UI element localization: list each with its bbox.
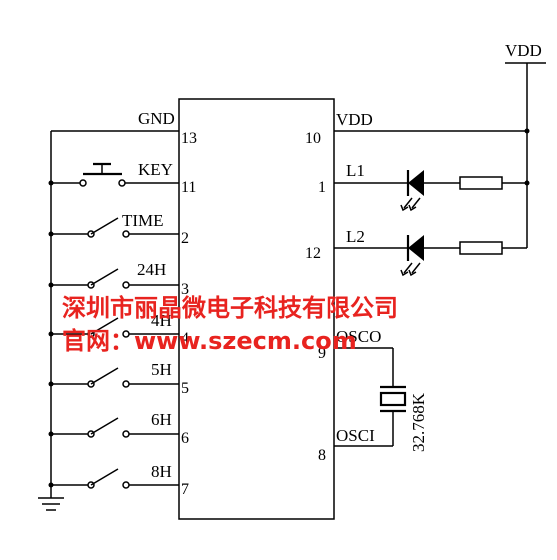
pin-number-2: 2: [181, 230, 189, 247]
l2-pin-label: L2: [346, 227, 365, 246]
pin-number-12: 12: [305, 245, 321, 262]
resistor-l2: [459, 241, 503, 255]
pin-number-7: 7: [181, 481, 189, 498]
time-switch: [48, 217, 179, 238]
crystal-value-label: 32.768K: [409, 392, 428, 452]
l1-pin-label: L1: [346, 161, 365, 180]
8h-switch: [48, 468, 179, 489]
watermark-website: 官网：www.szecm.com: [62, 327, 357, 355]
ic-chip-body: [178, 98, 335, 520]
pin-number-10: 10: [305, 130, 321, 147]
crystal-oscillator: [334, 347, 407, 447]
led-l2: [334, 235, 527, 277]
vdd-supply-label: VDD: [505, 41, 542, 60]
pin-number-6: 6: [181, 430, 189, 447]
pin-number-3: 3: [181, 281, 189, 298]
pin-number-5: 5: [181, 380, 189, 397]
ground-bus: [38, 130, 179, 511]
gnd-pin-label: GND: [138, 109, 175, 128]
5h-pin-label: 5H: [151, 360, 172, 379]
6h-pin-label: 6H: [151, 410, 172, 429]
pin-number-1: 1: [318, 179, 326, 196]
watermark-company-name: 深圳市丽晶微电子科技有限公司: [62, 294, 398, 322]
osco-pin-label: OSCO: [336, 327, 381, 346]
pin-number-8: 8: [318, 447, 326, 464]
24h-pin-label: 24H: [137, 260, 166, 279]
led-l1: [334, 170, 527, 212]
vdd-rail: [334, 62, 546, 248]
pin-number-11: 11: [181, 179, 196, 196]
vdd-pin-label: VDD: [336, 110, 373, 129]
key-pin-label: KEY: [138, 160, 173, 179]
pin-number-13: 13: [181, 130, 197, 147]
5h-switch: [48, 367, 179, 388]
key-pushbutton: [48, 162, 179, 187]
4h-pin-label: 4H: [151, 311, 172, 330]
24h-switch: [48, 268, 179, 289]
time-pin-label: TIME: [122, 211, 164, 230]
pin-number-9: 9: [318, 345, 326, 362]
resistor-l1: [459, 176, 503, 190]
pin-number-4: 4: [181, 330, 189, 347]
8h-pin-label: 8H: [151, 462, 172, 481]
4h-switch: [48, 317, 179, 338]
6h-switch: [48, 417, 179, 438]
osci-pin-label: OSCI: [336, 426, 375, 445]
